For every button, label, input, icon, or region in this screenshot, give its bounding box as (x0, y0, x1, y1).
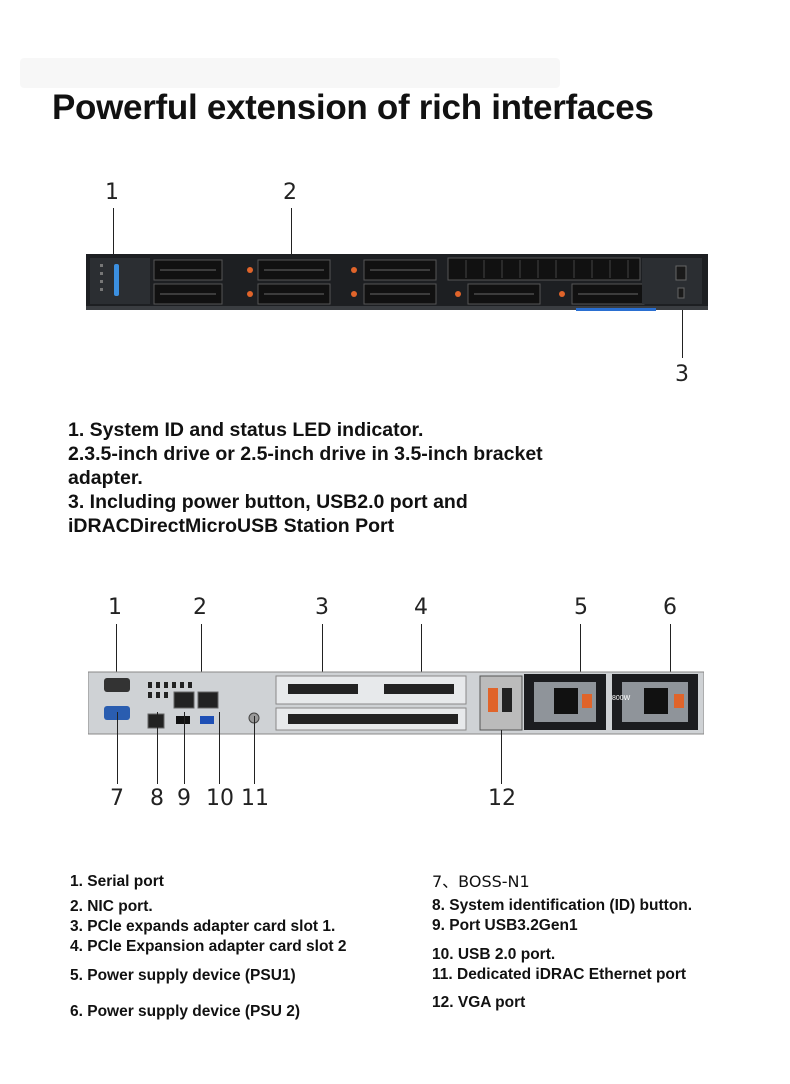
front-desc-3: 3. Including power button, USB2.0 port a… (68, 491, 468, 513)
rear-right-item-11: 11. Dedicated iDRAC Ethernet port (432, 966, 687, 983)
rear-leader-3 (322, 624, 323, 684)
rear-leader-10 (219, 712, 220, 784)
front-server-image (86, 254, 708, 311)
rear-left-item-5: 5. Power supply device (PSU1) (70, 967, 296, 984)
rear-callout-2: 2 (193, 595, 207, 620)
rear-right-item-9: 9. Port USB3.2Gen1 (432, 917, 578, 934)
rear-leader-2 (201, 624, 202, 694)
rear-left-item-3: 3. PCle expands adapter card slot 1. (70, 918, 336, 935)
boss-n1-icon (479, 675, 523, 731)
front-callout-1: 1 (105, 180, 119, 205)
rear-callout-4: 4 (414, 595, 428, 620)
usb2-port-icon (176, 716, 190, 724)
front-callout-2: 2 (283, 180, 297, 205)
front-leader-2 (291, 208, 292, 266)
rear-callout-6: 6 (663, 595, 677, 620)
front-leader-3 (682, 296, 683, 358)
front-desc-3-cont: iDRACDirectMicroUSB Station Port (68, 515, 395, 537)
front-leader-1 (113, 208, 114, 258)
rear-right-item-12: 12. VGA port (432, 994, 526, 1011)
rear-leader-9 (184, 712, 185, 784)
rear-leader-6 (670, 624, 671, 684)
faded-watermark-band (20, 58, 560, 88)
rear-leader-7 (117, 712, 118, 784)
usb3-port-icon (200, 716, 214, 724)
rear-leader-4 (421, 624, 422, 684)
rear-callout-5: 5 (574, 595, 588, 620)
status-led-icon (114, 264, 119, 296)
rear-leader-1 (116, 624, 117, 682)
rear-callout-10: 10 (206, 786, 234, 811)
rear-right-item-10: 10. USB 2.0 port. (432, 946, 556, 963)
page-title: Powerful extension of rich interfaces (52, 88, 654, 127)
rear-right-item-7: 7、BOSS-N1 (432, 872, 530, 891)
rear-left-item-1: 1. Serial port (70, 873, 164, 890)
rear-callout-11: 11 (241, 786, 269, 811)
rear-right-item-8: 8. System identification (ID) button. (432, 897, 693, 914)
rear-callout-8: 8 (150, 786, 164, 811)
rear-callout-9: 9 (177, 786, 191, 811)
front-desc-2-cont: adapter. (68, 467, 143, 489)
front-desc-1: 1. System ID and status LED indicator. (68, 419, 424, 441)
rear-leader-11 (254, 716, 255, 784)
front-callout-3: 3 (675, 362, 689, 387)
rear-callout-7: 7 (110, 786, 124, 811)
rear-callout-1: 1 (108, 595, 122, 620)
rear-callout-12: 12 (488, 786, 516, 811)
rear-left-item-6: 6. Power supply device (PSU 2) (70, 1003, 300, 1020)
idrac-port-icon (147, 713, 165, 729)
rear-server-image: 800W (88, 671, 704, 735)
nic-port-icon (173, 691, 195, 709)
rear-left-item-4: 4. PCle Expansion adapter card slot 2 (70, 938, 347, 955)
rear-left-item-2: 2. NIC port. (70, 898, 153, 915)
rear-callout-3: 3 (315, 595, 329, 620)
rear-leader-8 (157, 712, 158, 784)
rear-leader-12 (501, 730, 502, 784)
psu-rating-label: 800W (612, 695, 631, 702)
serial-port-icon (104, 678, 130, 692)
front-desc-2: 2.3.5-inch drive or 2.5-inch drive in 3.… (68, 443, 543, 465)
rear-leader-5 (580, 624, 581, 684)
